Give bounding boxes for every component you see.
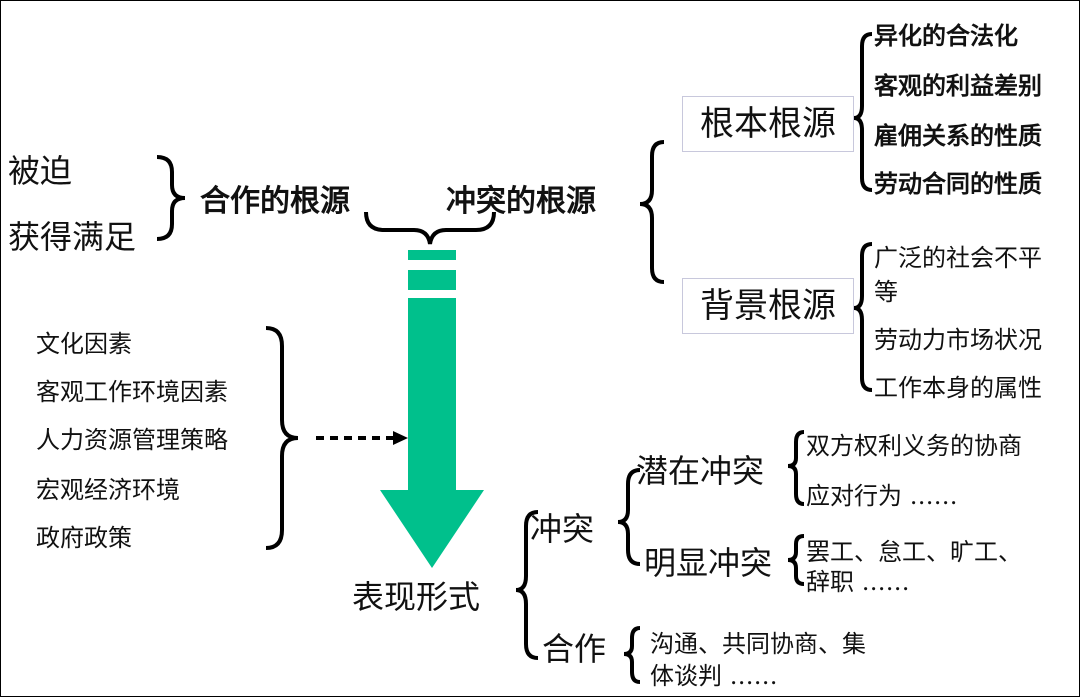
brace-cooperation <box>156 155 186 241</box>
brace-conflict <box>617 468 641 566</box>
brace-background-items <box>853 242 873 392</box>
background-item: 广泛的社会不平 <box>874 244 1042 272</box>
fundamental-item: 雇佣关系的性质 <box>874 122 1042 150</box>
brace-roots <box>639 140 665 284</box>
factor-item: 人力资源管理策略 <box>36 426 228 454</box>
brace-latent-items <box>787 430 805 506</box>
latent-item: 应对行为 …… <box>806 482 958 510</box>
cooperation-label: 合作 <box>542 630 607 668</box>
downward-arrow <box>380 250 484 568</box>
latent-conflict-label: 潜在冲突 <box>636 452 765 490</box>
source-satisfied: 获得满足 <box>8 218 137 256</box>
brace-overt-items <box>787 534 805 586</box>
brace-factors <box>265 326 299 550</box>
overt-item: 辞职 …… <box>806 568 910 596</box>
dotted-arrow <box>316 431 408 445</box>
factor-item: 客观工作环境因素 <box>36 378 228 406</box>
cooperation-source-title: 合作的根源 <box>200 184 350 219</box>
cooperation-item: 沟通、共同协商、集 <box>650 630 866 658</box>
fundamental-item: 异化的合法化 <box>874 22 1018 50</box>
cooperation-item: 体谈判 …… <box>650 662 778 690</box>
brace-fundamental-items <box>853 32 873 192</box>
source-forced: 被迫 <box>8 152 73 190</box>
overt-conflict-label: 明显冲突 <box>644 544 773 582</box>
factor-item: 宏观经济环境 <box>36 476 180 504</box>
brace-cooperation-items <box>623 626 641 684</box>
conflict-source-title: 冲突的根源 <box>446 184 596 219</box>
brace-forms <box>515 510 539 660</box>
background-item: 等 <box>874 278 898 306</box>
overt-item: 罢工、怠工、旷工、 <box>806 538 1022 566</box>
background-root-box: 背景根源 <box>682 278 854 334</box>
fundamental-item: 客观的利益差别 <box>874 72 1042 100</box>
conflict-label: 冲突 <box>530 510 595 548</box>
forms-title: 表现形式 <box>352 578 481 616</box>
latent-item: 双方权利义务的协商 <box>806 432 1022 460</box>
fundamental-item: 劳动合同的性质 <box>874 170 1042 198</box>
fundamental-root-box: 根本根源 <box>682 96 854 152</box>
background-item: 工作本身的属性 <box>874 374 1042 402</box>
underbrace-sources <box>364 211 496 245</box>
factor-item: 文化因素 <box>36 330 132 358</box>
background-item: 劳动力市场状况 <box>874 326 1042 354</box>
factor-item: 政府政策 <box>36 524 132 552</box>
